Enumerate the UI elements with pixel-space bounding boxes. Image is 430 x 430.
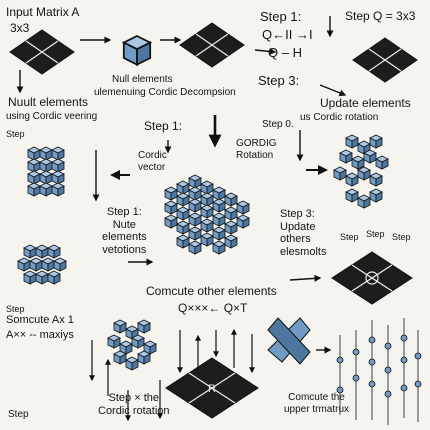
flow-arrows: [16, 16, 347, 354]
single-cube-icon: [122, 35, 152, 66]
sompute-ax1-label: Somcute Ax 1: [6, 314, 74, 326]
r-matrix-tile: R: [165, 357, 259, 419]
svg-text:R: R: [208, 383, 216, 395]
q-formula-2-label: Q×××← Q×T: [178, 301, 248, 315]
cordic-vector-label: Cordic vector: [138, 150, 167, 173]
step3-top-label: Step 3:: [258, 73, 300, 88]
right-lower-matrix-tile: [331, 251, 413, 305]
axx-maxis-label: A×× -- maxiys: [6, 329, 74, 341]
us-cordic-rotation-label: us Cordic rotation: [300, 112, 379, 123]
compute-other-label: Comcute other elements: [146, 284, 277, 298]
gordig-rotation-label: GORDIG Rotation: [236, 138, 277, 161]
lower-center-cube-stack: [107, 319, 157, 371]
step-the-cordic-label: Step × the Cordic rotation: [98, 392, 170, 417]
comcute-upper-label: Comcute the upper trmatrux: [284, 392, 350, 415]
input-dims-label: 3x3: [10, 21, 30, 35]
ulemenuing-label: ulemenuing Cordic Decompsion: [94, 87, 236, 98]
left-cube-stack: [27, 146, 65, 197]
rotation-cross-shape: [267, 317, 311, 365]
step1-matrix-tile: [179, 22, 245, 68]
step-q-matrix-tile: [352, 37, 418, 83]
q-formula-label: Q←II →I: [262, 27, 313, 42]
step-bottom-label: Step: [8, 409, 29, 420]
step-left-label: Step: [6, 129, 25, 139]
step1-nute-label: Step 1: Nute elements vetotions: [102, 206, 147, 256]
lower-left-cube-stack: [17, 244, 67, 285]
using-cordic-veering-label: using Cordic veering: [6, 111, 98, 122]
update-elements-label: Update elements: [320, 96, 411, 110]
input-matrix-label: Input Matrix A: [6, 5, 80, 19]
step-right3-label: Step: [392, 232, 411, 242]
center-cube-block: [164, 174, 250, 255]
step-right2-label: Step: [366, 229, 385, 239]
step1-mid-label: Step 1:: [144, 119, 183, 133]
step-lower-label: Step: [6, 304, 25, 314]
input-matrix-tile: [9, 29, 75, 75]
nuult-elements-label: Nuult elements: [8, 95, 89, 109]
right-cube-stack: [333, 134, 389, 209]
right-chains: [336, 318, 422, 425]
qh-formula-label: Q – H: [268, 45, 302, 60]
step-q-label: Step Q = 3x3: [345, 9, 416, 23]
step1-top-label: Step 1:: [260, 9, 302, 24]
lower-vertical-arrows: [89, 328, 255, 422]
step-right1-label: Step: [340, 232, 359, 242]
step-o-label: Step 0.: [262, 119, 294, 130]
step3-update-label: Step 3: Update others elesmolts: [280, 208, 327, 258]
null-elements-top-label: Null elements: [112, 74, 173, 85]
